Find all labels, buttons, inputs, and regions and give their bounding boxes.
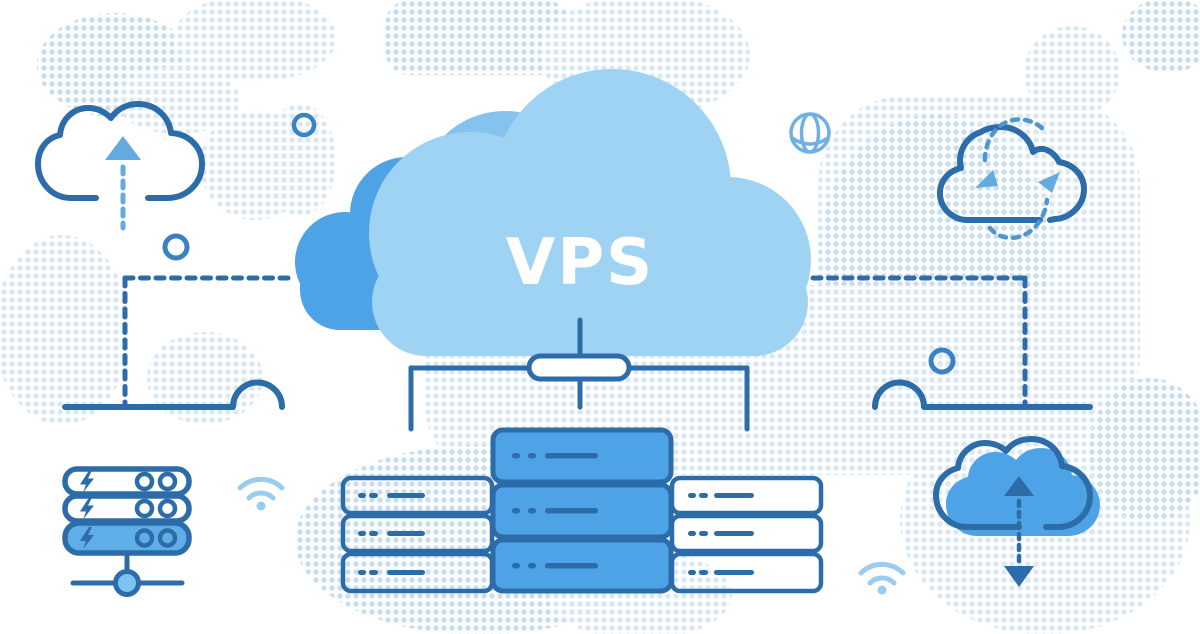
- transfer-arrow-icon: [1004, 476, 1034, 587]
- small-circle-marker: [162, 233, 190, 261]
- ground-line-left: [62, 379, 285, 410]
- cloud-sync-icon: [936, 117, 1087, 241]
- network-node-connector: [526, 353, 632, 382]
- network-node: [113, 569, 141, 597]
- wifi-icon: [858, 561, 906, 595]
- power-server-icon: [62, 466, 192, 597]
- rack-unit-leds: [512, 453, 598, 569]
- server-rack-center: [490, 427, 674, 594]
- rack-unit-leds: [688, 493, 754, 575]
- dashed-route-left: [122, 275, 296, 407]
- server-rack-right: [669, 475, 824, 594]
- globe-icon: [789, 112, 831, 154]
- sync-arrow-icon: [1038, 172, 1060, 193]
- sync-arrow-icon: [975, 170, 998, 188]
- upload-arrow-icon: [105, 136, 141, 160]
- rack-unit-leds: [358, 493, 425, 575]
- ground-line-right: [872, 379, 1093, 410]
- server-rack-cluster: [340, 427, 824, 594]
- vps-cloud-icon: VPS: [295, 69, 811, 356]
- small-circle-marker: [291, 112, 317, 138]
- lightning-bolt-icon: [80, 470, 94, 549]
- main-cloud: [369, 69, 811, 356]
- cloud-upload-icon: [35, 101, 205, 231]
- server-indicator-lights: [134, 471, 178, 548]
- network-tree: [408, 317, 750, 432]
- cloud-transfer-icon: [933, 436, 1100, 587]
- vps-label: VPS: [506, 226, 655, 300]
- wifi-icon: [237, 476, 285, 511]
- dashed-route-right: [810, 275, 1028, 406]
- small-circle-marker: [928, 347, 956, 375]
